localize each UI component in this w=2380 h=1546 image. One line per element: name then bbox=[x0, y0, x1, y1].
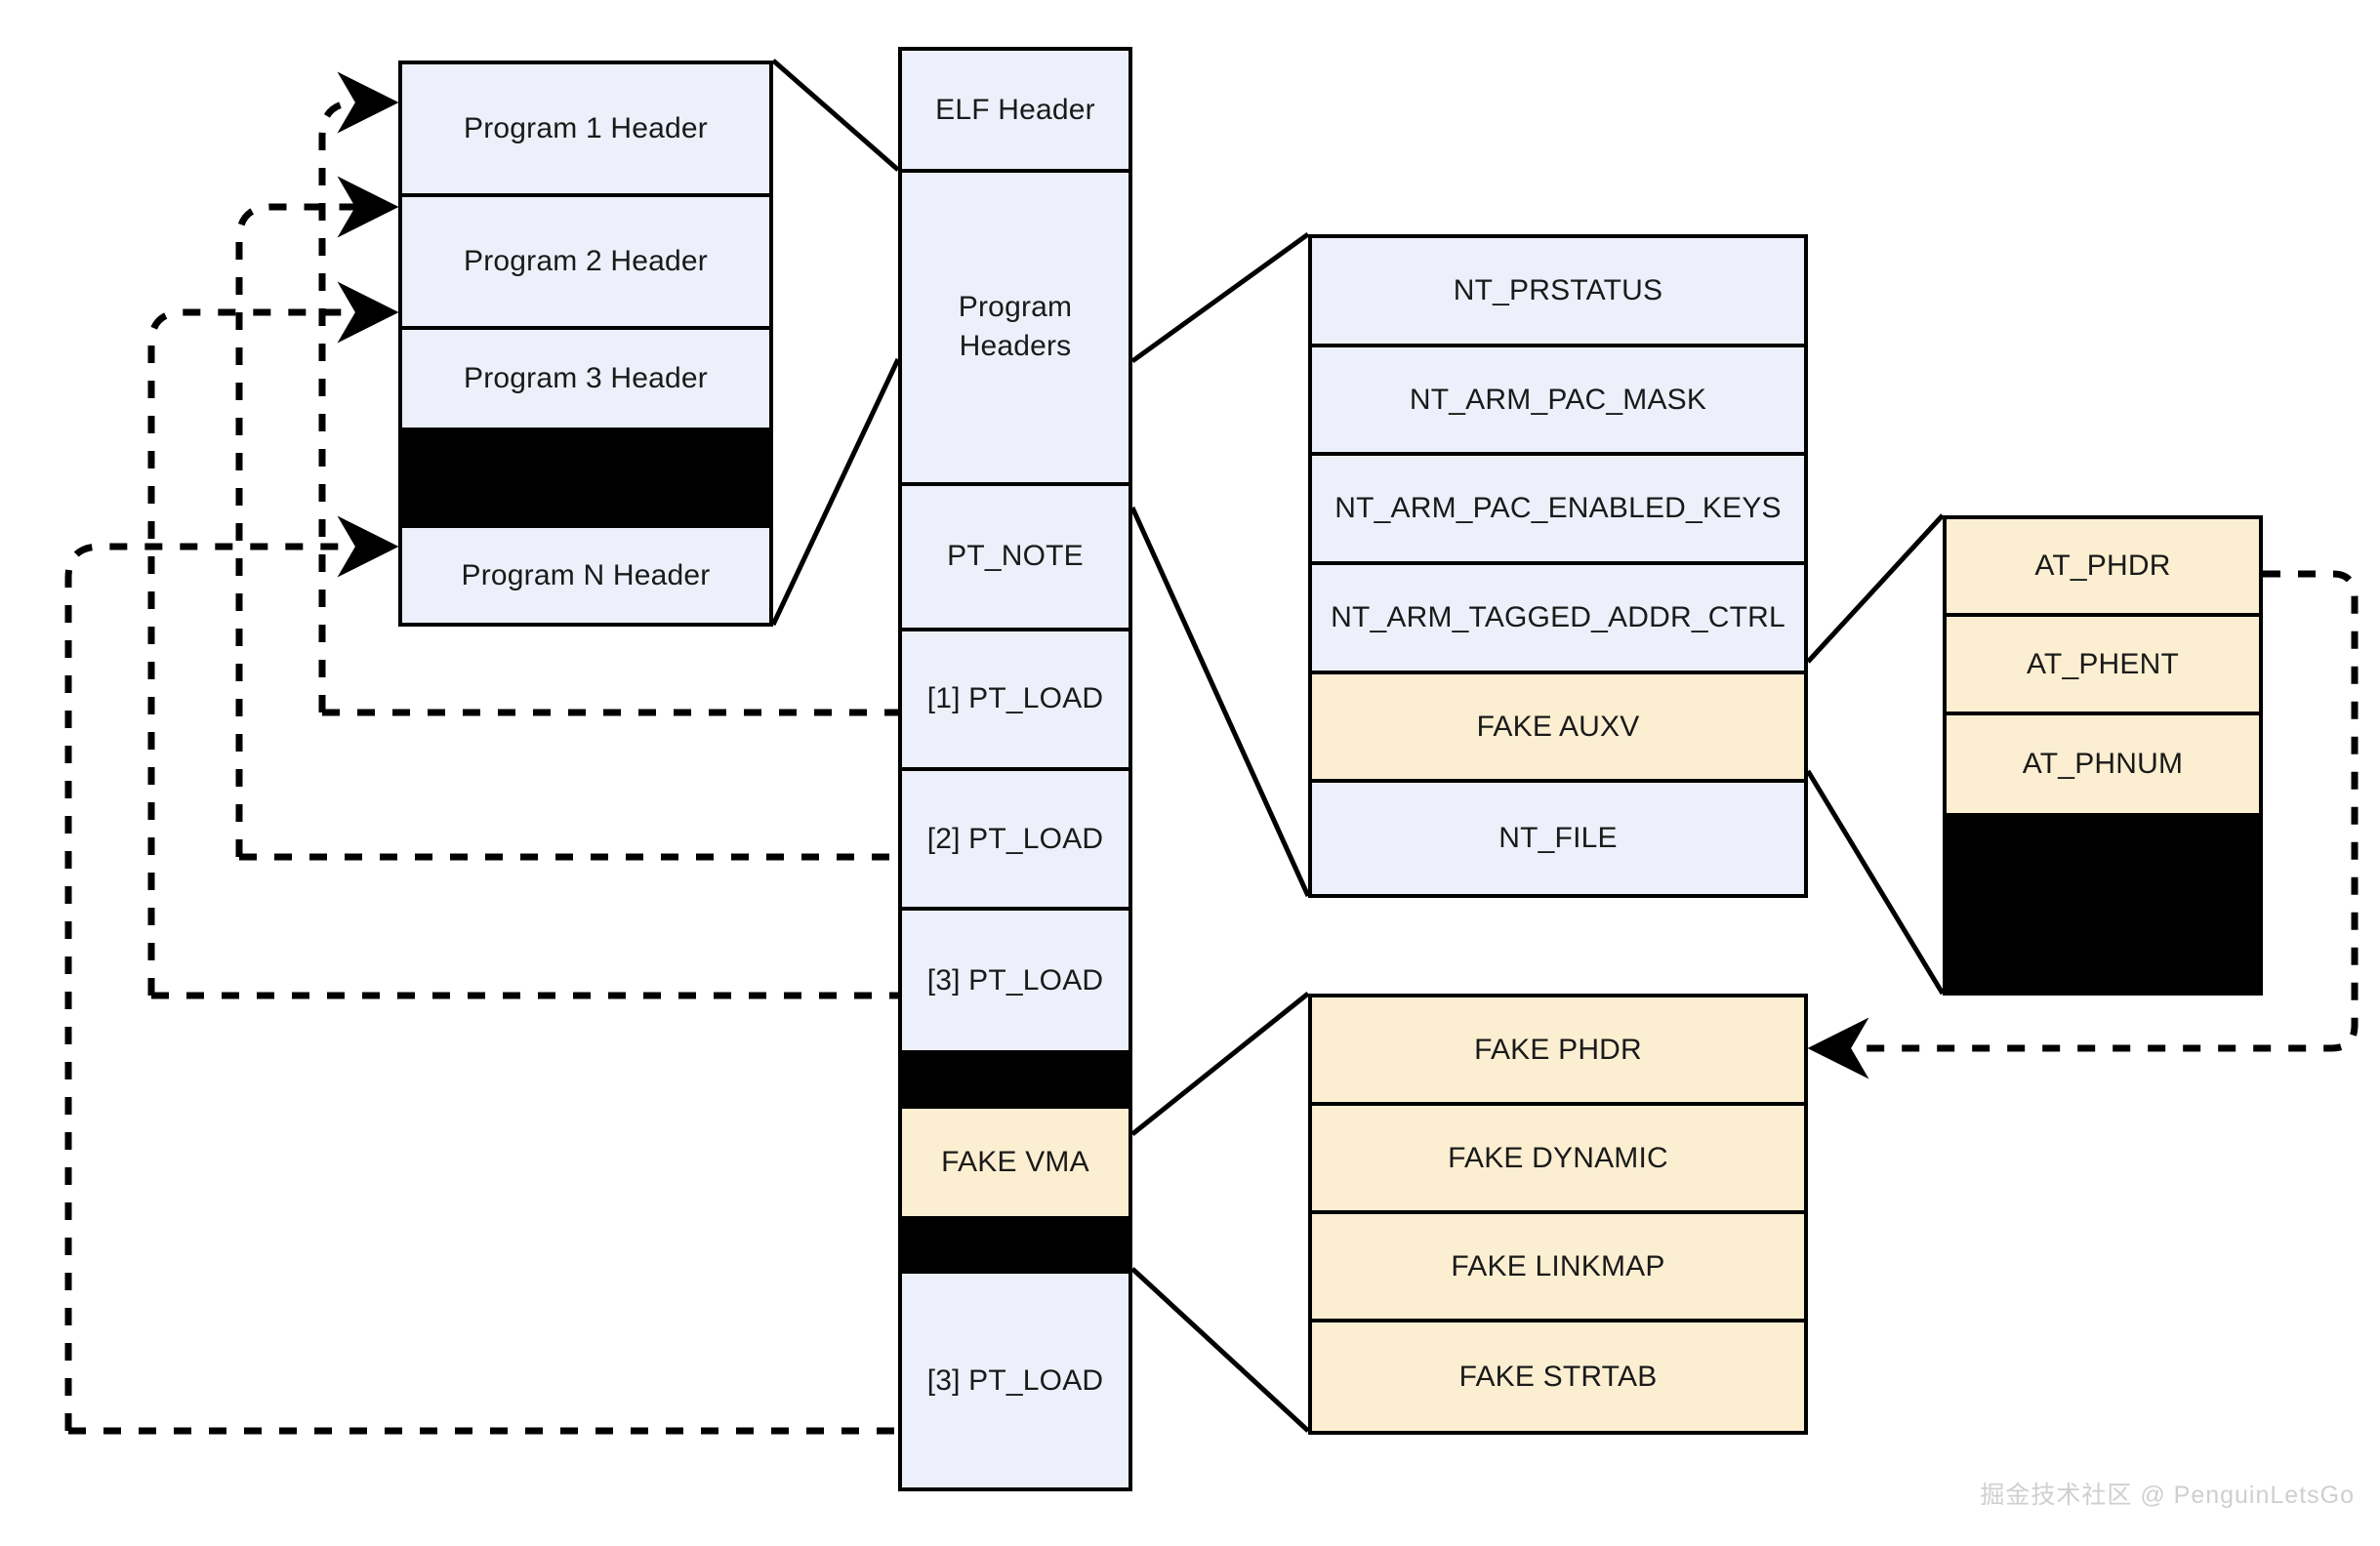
at-phdr-cell[interactable]: AT_PHDR bbox=[1947, 519, 2259, 618]
program-header-3[interactable]: Program 3 Header bbox=[402, 329, 769, 432]
program-header-2[interactable]: Program 2 Header bbox=[402, 196, 769, 330]
elf-file-column: ELF Header Program Headers PT_NOTE [1] P… bbox=[898, 47, 1132, 1491]
fake-dynamic-cell[interactable]: FAKE DYNAMIC bbox=[1312, 1106, 1804, 1215]
pt-load-3-label: [3] PT_LOAD bbox=[926, 963, 1104, 997]
at-phnum-label: AT_PHNUM bbox=[2022, 747, 2184, 780]
elf-header-label: ELF Header bbox=[935, 93, 1095, 126]
fake-vma-label: FAKE VMA bbox=[941, 1145, 1089, 1178]
fake-auxv-label: FAKE AUXV bbox=[1476, 710, 1640, 743]
nt-arm-tagged-addr-ctrl-label: NT_ARM_TAGGED_ADDR_CTRL bbox=[1331, 600, 1785, 633]
program-header-2-label: Program 2 Header bbox=[464, 244, 708, 277]
nt-arm-pac-enabled-keys-cell[interactable]: NT_ARM_PAC_ENABLED_KEYS bbox=[1312, 456, 1804, 566]
pt-load-2-cell[interactable]: [2] PT_LOAD bbox=[902, 771, 1128, 912]
pt-load-1-label: [1] PT_LOAD bbox=[926, 682, 1104, 715]
pt-load-3-trailing-cell[interactable]: [3] PT_LOAD bbox=[902, 1274, 1128, 1487]
fake-phdr-cell[interactable]: FAKE PHDR bbox=[1312, 997, 1804, 1107]
pt-load-2-label: [2] PT_LOAD bbox=[926, 822, 1104, 855]
pt-load-3-cell[interactable]: [3] PT_LOAD bbox=[902, 911, 1128, 1051]
nt-file-cell[interactable]: NT_FILE bbox=[1312, 783, 1804, 894]
pt-note-label: PT_NOTE bbox=[947, 540, 1084, 573]
nt-prstatus-cell[interactable]: NT_PRSTATUS bbox=[1312, 238, 1804, 347]
nt-arm-pac-enabled-keys-label: NT_ARM_PAC_ENABLED_KEYS bbox=[1334, 492, 1782, 525]
nt-arm-pac-mask-cell[interactable]: NT_ARM_PAC_MASK bbox=[1312, 346, 1804, 457]
program-headers-cell[interactable]: Program Headers bbox=[902, 173, 1128, 486]
at-phdr-label: AT_PHDR bbox=[2034, 549, 2171, 583]
program-headers-label: Program Headers bbox=[958, 290, 1073, 363]
at-phnum-cell[interactable]: AT_PHNUM bbox=[1947, 714, 2259, 814]
fake-strtab-cell[interactable]: FAKE STRTAB bbox=[1312, 1322, 1804, 1431]
elf-gap-block-lower bbox=[902, 1215, 1128, 1275]
fake-phdr-label: FAKE PHDR bbox=[1474, 1033, 1642, 1066]
program-header-gap-block bbox=[402, 431, 769, 525]
elf-header-cell[interactable]: ELF Header bbox=[902, 51, 1128, 174]
fake-strtab-label: FAKE STRTAB bbox=[1458, 1360, 1658, 1393]
program-header-n[interactable]: Program N Header bbox=[402, 524, 769, 624]
nt-arm-tagged-addr-ctrl-cell[interactable]: NT_ARM_TAGGED_ADDR_CTRL bbox=[1312, 565, 1804, 674]
nt-arm-pac-mask-label: NT_ARM_PAC_MASK bbox=[1409, 383, 1707, 416]
elf-gap-block-upper bbox=[902, 1050, 1128, 1110]
watermark: 掘金技术社区 @ PenguinLetsGo bbox=[1980, 1482, 2355, 1509]
fake-auxv-cell[interactable]: FAKE AUXV bbox=[1312, 673, 1804, 784]
program-header-1-label: Program 1 Header bbox=[464, 111, 708, 144]
nt-prstatus-label: NT_PRSTATUS bbox=[1453, 273, 1663, 306]
fake-linkmap-cell[interactable]: FAKE LINKMAP bbox=[1312, 1214, 1804, 1323]
program-header-3-label: Program 3 Header bbox=[464, 362, 708, 395]
fake-vma-contents: FAKE PHDR FAKE DYNAMIC FAKE LINKMAP FAKE… bbox=[1308, 994, 1808, 1435]
fake-dynamic-label: FAKE DYNAMIC bbox=[1448, 1141, 1668, 1174]
pt-note-cell[interactable]: PT_NOTE bbox=[902, 485, 1128, 631]
pt-load-3-trailing-label: [3] PT_LOAD bbox=[926, 1363, 1104, 1397]
fake-vma-cell[interactable]: FAKE VMA bbox=[902, 1109, 1128, 1216]
at-phent-label: AT_PHENT bbox=[2026, 647, 2180, 680]
pt-note-contents: NT_PRSTATUS NT_ARM_PAC_MASK NT_ARM_PAC_E… bbox=[1308, 234, 1808, 898]
pt-load-1-cell[interactable]: [1] PT_LOAD bbox=[902, 631, 1128, 772]
fake-auxv-contents: AT_PHDR AT_PHENT AT_PHNUM bbox=[1943, 515, 2263, 996]
nt-file-label: NT_FILE bbox=[1498, 822, 1618, 855]
program-header-1[interactable]: Program 1 Header bbox=[402, 64, 769, 197]
at-phent-cell[interactable]: AT_PHENT bbox=[1947, 617, 2259, 715]
fake-linkmap-label: FAKE LINKMAP bbox=[1451, 1249, 1665, 1282]
program-header-list: Program 1 Header Program 2 Header Progra… bbox=[398, 61, 773, 627]
auxv-gap-block bbox=[1947, 813, 2259, 992]
program-header-n-label: Program N Header bbox=[461, 558, 711, 591]
